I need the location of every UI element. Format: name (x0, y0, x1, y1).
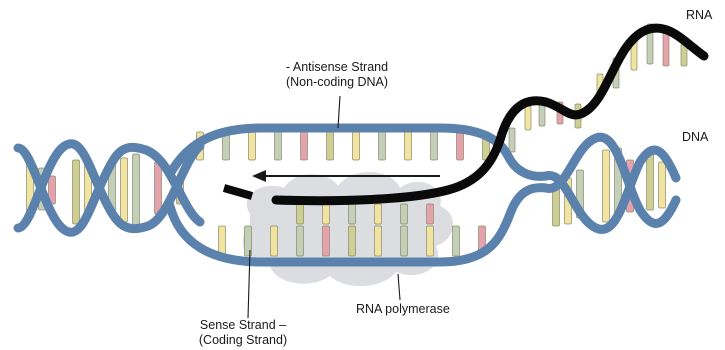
rna-strand-start (224, 188, 252, 196)
nucleotide-base (219, 226, 226, 256)
nucleotide-base (297, 204, 304, 224)
nucleotide-base (431, 132, 438, 160)
sense-label-line2: (Coding Strand) (168, 333, 318, 348)
rna-strand (276, 28, 704, 201)
nucleotide-base (301, 132, 308, 160)
nucleotide-base (323, 226, 330, 256)
nucleotide-base (349, 226, 356, 256)
nucleotide-base (453, 226, 460, 256)
rna-label: RNA (686, 8, 712, 23)
nucleotide-base (427, 204, 434, 224)
nucleotide-base (323, 204, 330, 224)
nucleotide-base (427, 226, 434, 256)
nucleotide-base (405, 132, 412, 160)
nucleotide-base (401, 204, 408, 224)
nucleotide-base (525, 106, 531, 130)
nucleotide-base (121, 158, 128, 222)
polymerase-leader (398, 274, 400, 300)
dna-label: DNA (682, 130, 708, 145)
antisense-leader (338, 96, 340, 128)
nucleotide-base (647, 152, 654, 210)
nucleotide-base (401, 226, 408, 256)
sense-strand-label: Sense Strand – (Coding Strand) (168, 318, 318, 348)
nucleotide-base (73, 160, 80, 224)
nucleotide-base (509, 128, 515, 152)
rna-polymerase-label: RNA polymerase (356, 302, 450, 317)
nucleotide-base (249, 132, 256, 160)
nucleotide-base (297, 226, 304, 256)
nucleotide-base (603, 150, 610, 222)
nucleotide-base (327, 132, 334, 160)
antisense-label-line1: - Antisense Strand (262, 60, 412, 75)
antisense-label-line2: (Non-coding DNA) (262, 75, 412, 90)
nucleotide-base (353, 132, 360, 160)
nucleotide-base (349, 204, 356, 224)
nucleotide-base (133, 154, 140, 226)
nucleotide-base (275, 132, 282, 160)
nucleotide-base (663, 32, 669, 66)
nucleotide-base (457, 132, 464, 160)
nucleotide-base (379, 132, 386, 160)
nucleotide-base (271, 226, 278, 256)
sense-label-line1: Sense Strand – (168, 318, 318, 333)
nucleotide-base (155, 162, 162, 214)
nucleotide-base (375, 204, 382, 224)
antisense-strand-label: - Antisense Strand (Non-coding DNA) (262, 60, 412, 90)
nucleotide-base (375, 226, 382, 256)
nucleotide-base (659, 162, 666, 208)
